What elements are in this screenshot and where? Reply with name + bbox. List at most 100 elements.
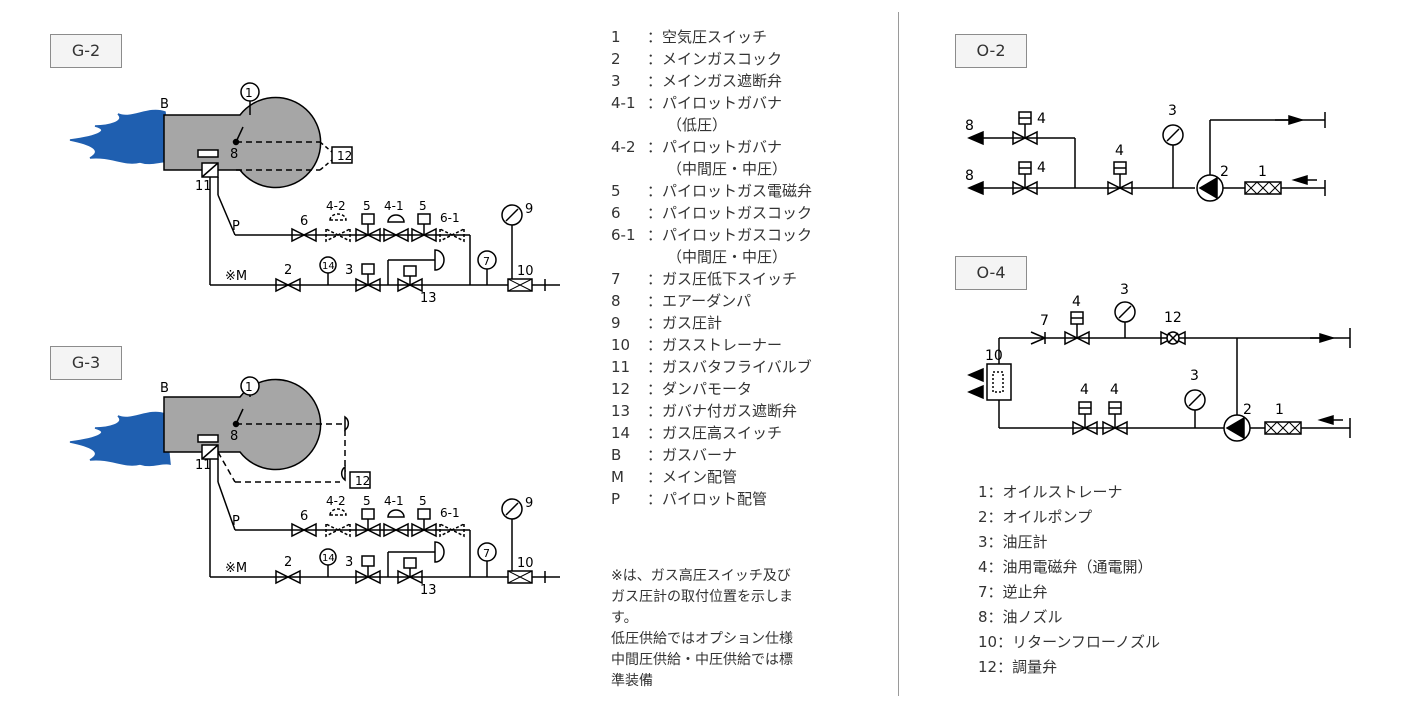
legend-number: 9 [611,314,621,332]
mark-6-1: 6-1 [440,506,460,520]
mark-5: 5 [363,199,371,213]
damper-motor-12 [349,471,371,489]
legend-number: 5 [611,182,621,200]
legend-text: ：メイン配管 [647,468,738,486]
mark-10: 10 [517,556,534,571]
legend-text: ：パイロット配管 [647,490,768,508]
oil-legend-item: 10：リターンフローノズル [978,633,1160,651]
legend-number: 7 [611,270,621,288]
mark-13: 13 [420,583,437,598]
oil-legend-item: 4：油用電磁弁（通電開） [978,558,1153,576]
legend-number: P [611,490,621,508]
o2-mark-3: 3 [1168,103,1177,119]
legend-item: B：ガスバーナ [611,444,851,466]
diagram-label-o2: O-2 [955,34,1027,68]
mark-b: B [160,381,169,396]
diagram-label-g2: G-2 [50,34,122,68]
o2-mark-4b: 4 [1037,160,1046,176]
legend-text: ：エアーダンパ [647,292,752,310]
legend-item: 3 ：メインガス遮断弁 [611,70,851,92]
diagram-label-g3: G-3 [50,346,122,380]
legend-number: 10 [611,336,631,354]
mark-7: 7 [483,255,490,268]
legend-number: 12 [611,380,631,398]
o4-mark-3b: 3 [1190,368,1199,384]
legend-number: 6 [611,204,621,222]
mark-6-1: 6-1 [440,211,460,225]
legend-text: ：パイロットガバナ [647,94,783,112]
legend-item: 1 ：空気圧スイッチ [611,26,851,48]
legend-item: 4-1：パイロットガバナ [611,92,851,114]
mark-11: 11 [195,179,212,194]
mark-14: 14 [322,553,335,564]
flame-icon [69,411,171,467]
legend-text: （低圧） [667,116,728,134]
mark-2: 2 [284,263,292,278]
legend-text: ：パイロットガスコック [647,204,813,222]
gas-note: ※は、ガス高圧スイッチ及び ガス圧計の取付位置を示しま す。 低圧供給ではオプシ… [611,566,851,692]
mark-8: 8 [230,429,238,444]
legend-number: 3 [611,72,621,90]
legend-item: 5：パイロットガス電磁弁 [611,180,851,202]
legend-number: 2 [611,50,621,68]
legend-item: 12 ：ダンパモータ [611,378,851,400]
mark-8: 8 [230,147,238,162]
o2-mark-4c: 4 [1115,143,1124,159]
legend-item: 6-1：パイロットガスコック [611,224,851,246]
legend-text: ：ガスバタフライバルブ [647,358,812,376]
legend-item: （中間圧・中圧） [611,246,851,268]
note-line-3: す。 [611,610,638,626]
legend-text: ：ガス圧計 [647,314,723,332]
oil-legend-item: 3：油圧計 [978,533,1048,551]
mark-6: 6 [300,214,308,229]
o4-mark-4b: 4 [1080,382,1089,398]
mark-4-1: 4-1 [384,494,404,508]
legend-text: ：メインガス遮断弁 [647,72,783,90]
legend-text: ：空気圧スイッチ [647,28,768,46]
o4-mark-7: 7 [1040,313,1049,329]
flame-icon [69,109,171,165]
legend-number: 6-1 [611,226,636,244]
mark-5: 5 [363,494,371,508]
mark-3: 3 [345,555,353,570]
o4-mark-4c: 4 [1110,382,1119,398]
mark-9: 9 [525,202,533,217]
legend-number: 8 [611,292,621,310]
legend-text: ：ガス圧低下スイッチ [647,270,798,288]
legend-item: P ：パイロット配管 [611,488,851,510]
mark-4-1: 4-1 [384,199,404,213]
legend-number: 13 [611,402,631,420]
legend-text: ：ガスストレーナー [647,336,783,354]
mark-12: 12 [355,474,370,488]
o2-mark-8a: 8 [965,118,974,134]
mark-m: ※M [225,561,247,576]
legend-item: 9 ：ガス圧計 [611,312,851,334]
legend-item: （低圧） [611,114,851,136]
legend-text: （中間圧・中圧） [667,160,788,178]
legend-item: 6 ：パイロットガスコック [611,202,851,224]
mark-7: 7 [483,547,490,560]
divider [898,12,899,696]
o4-mark-1: 1 [1275,402,1284,418]
mark-p: P [232,219,240,234]
o4-diagram: 10 7 4 3 12 4 4 3 2 1 [967,282,1351,442]
legend-text: ：ダンパモータ [647,380,753,398]
note-line-1: ※は、ガス高圧スイッチ及び [611,568,791,584]
legend-number: 1 [611,28,621,46]
legend-text: ：ガス圧高スイッチ [647,424,783,442]
mark-4-2: 4-2 [326,494,346,508]
o4-mark-10: 10 [985,348,1003,364]
mark-13: 13 [420,291,437,306]
legend-item: 2：メインガスコック [611,48,851,70]
legend-item: 13：ガバナ付ガス遮断弁 [611,400,851,422]
legend-number: B [611,446,622,464]
note-line-2: ガス圧計の取付位置を示しま [611,589,793,605]
mark-11: 11 [195,458,212,473]
damper-motor-12 [331,146,353,164]
mark-10: 10 [517,264,534,279]
oil-legend-item: 8：油ノズル [978,608,1063,626]
legend-item: 8 ：エアーダンパ [611,290,851,312]
mark-5b: 5 [419,199,427,213]
legend-item: 10 ：ガスストレーナー [611,334,851,356]
